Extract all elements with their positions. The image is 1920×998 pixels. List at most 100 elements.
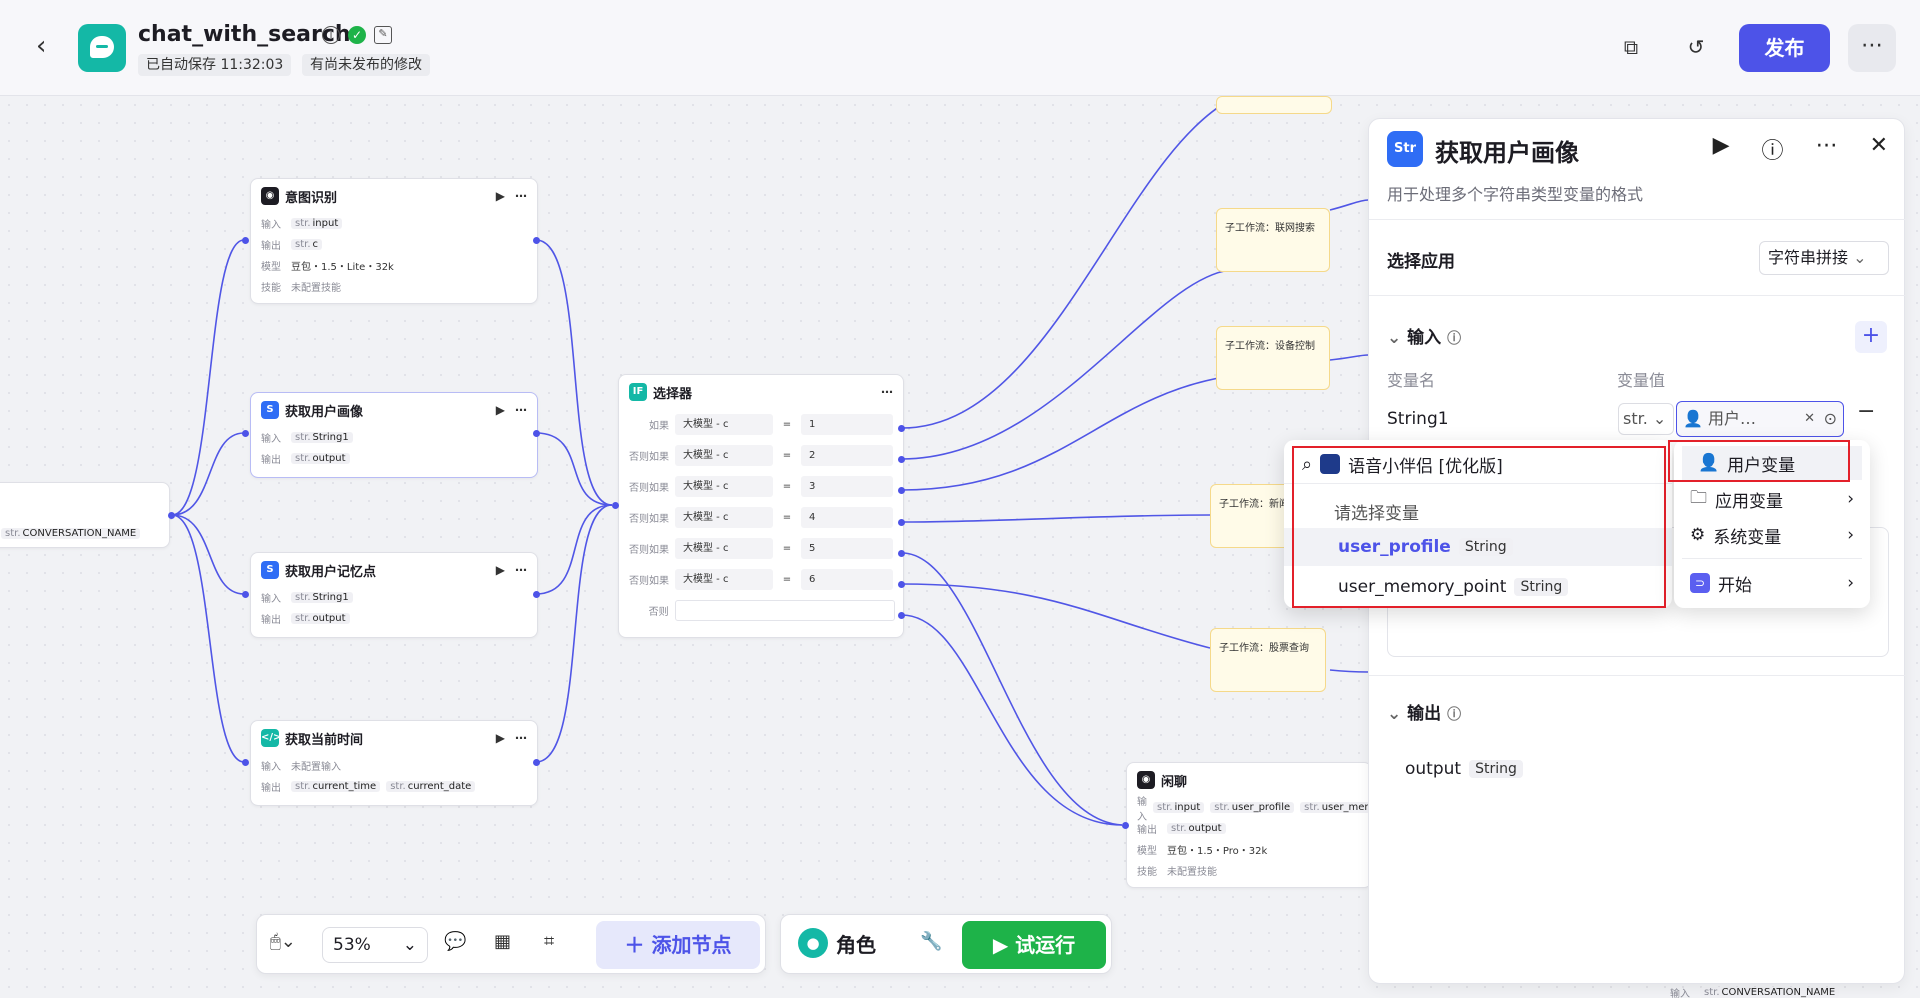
condition-field[interactable]: 大模型 - c (675, 445, 773, 466)
condition-operator[interactable]: = (782, 574, 792, 585)
var-name[interactable]: String1 (1387, 409, 1449, 429)
minimap-icon[interactable]: ⌗ (544, 931, 555, 952)
settings-icon[interactable]: ⊙ (1823, 409, 1837, 428)
info-icon[interactable]: ⓘ (1447, 331, 1462, 347)
condition-operator[interactable]: = (782, 543, 792, 554)
start-node[interactable]: str.CONVERSATION_NAME (0, 482, 170, 548)
layout-icon[interactable]: ▦ (494, 931, 512, 952)
port-dot[interactable] (898, 456, 905, 463)
port-dot[interactable] (168, 512, 175, 519)
test-run-button[interactable]: ▶ 试运行 (962, 921, 1106, 969)
port-dot[interactable] (533, 237, 540, 244)
condition-operator[interactable]: = (782, 512, 792, 523)
input-section-header[interactable]: ⌄ 输入 ⓘ (1387, 323, 1461, 348)
more-icon[interactable]: ⋯ (515, 563, 527, 577)
port-dot[interactable] (242, 430, 249, 437)
more-icon[interactable]: ⋯ (1815, 133, 1838, 158)
wrench-icon[interactable]: 🔧 (920, 931, 943, 952)
port-dot[interactable] (898, 487, 905, 494)
back-icon[interactable]: ‹ (36, 31, 47, 61)
comment-icon[interactable]: 💬 (444, 931, 467, 952)
sticky-device[interactable]: 子工作流：设备控制 (1216, 326, 1330, 390)
sticky-search[interactable]: 子工作流：联网搜索 (1216, 208, 1330, 272)
condition-row[interactable]: 否则如果大模型 - c=2 (619, 440, 903, 471)
port-dot[interactable] (898, 581, 905, 588)
port-dot[interactable] (533, 430, 540, 437)
condition-value[interactable]: 6 (801, 569, 893, 590)
condition-value[interactable]: 4 (801, 507, 893, 528)
info-icon[interactable]: ⓘ (1447, 707, 1462, 723)
condition-field[interactable]: 大模型 - c (675, 538, 773, 559)
more-icon[interactable]: ⋯ (881, 385, 893, 399)
history-icon[interactable]: ↺ (1687, 35, 1705, 59)
port-dot[interactable] (898, 612, 905, 619)
remove-input-button[interactable]: − (1857, 399, 1876, 424)
port-dot[interactable] (898, 519, 905, 526)
mouse-icon[interactable]: 🖱⌄ (270, 931, 296, 952)
port-dot[interactable] (533, 591, 540, 598)
port-dot[interactable] (242, 759, 249, 766)
picker-item-user-memory-point[interactable]: user_memory_point String (1284, 568, 1672, 606)
zoom-select[interactable]: 53%⌄ (322, 927, 428, 963)
port-dot[interactable] (242, 591, 249, 598)
picker-item-user-profile[interactable]: user_profile String (1284, 528, 1672, 566)
type-select[interactable]: str. ⌄ (1618, 403, 1674, 435)
port-dot[interactable] (612, 502, 619, 509)
help-icon[interactable]: ⓘ (1761, 139, 1784, 164)
condition-row[interactable]: 否则如果大模型 - c=3 (619, 471, 903, 502)
condition-value[interactable]: 5 (801, 538, 893, 559)
publish-button[interactable]: 发布 (1739, 24, 1830, 72)
menu-item-app-variables[interactable]: 🗀应用变量› (1674, 482, 1870, 516)
run-icon[interactable]: ▶ (495, 563, 505, 577)
output-section-header[interactable]: ⌄ 输出 ⓘ (1387, 699, 1461, 724)
condition-value[interactable]: 1 (801, 414, 893, 435)
menu-item-start[interactable]: ⊃开始› (1674, 566, 1870, 600)
picker-search[interactable]: ⌕ 语音小伴侣 [优化版] (1284, 450, 1672, 478)
menu-item-user-variables[interactable]: 👤用户变量 (1682, 446, 1862, 480)
menu-item-system-variables[interactable]: ⚙系统变量› (1674, 518, 1870, 552)
add-input-button[interactable]: + (1855, 321, 1887, 353)
condition-field[interactable]: 大模型 - c (675, 476, 773, 497)
run-icon[interactable]: ▶ (495, 403, 505, 417)
run-icon[interactable]: ▶ (495, 731, 505, 745)
condition-value[interactable]: 3 (801, 476, 893, 497)
run-icon[interactable]: ▶ (1712, 133, 1730, 158)
close-icon[interactable]: ✕ (1869, 133, 1888, 158)
more-icon[interactable]: ⋯ (515, 403, 527, 417)
more-icon[interactable]: ⋯ (515, 731, 527, 745)
condition-field[interactable]: 大模型 - c (675, 414, 773, 435)
add-node-button[interactable]: ＋ 添加节点 (596, 921, 760, 969)
sticky-top[interactable] (1216, 96, 1332, 114)
more-icon[interactable]: ⋯ (1848, 24, 1896, 72)
port-dot[interactable] (242, 237, 249, 244)
port-dot[interactable] (898, 550, 905, 557)
clear-icon[interactable]: ✕ (1804, 411, 1815, 426)
role-button[interactable]: ●角色 (798, 928, 876, 958)
app-select[interactable]: 字符串拼接 ⌄ (1759, 241, 1889, 275)
condition-operator[interactable]: = (782, 481, 792, 492)
copy-icon[interactable]: ⧉ (1623, 35, 1639, 59)
condition-field[interactable]: 大模型 - c (675, 569, 773, 590)
condition-field[interactable]: 大模型 - c (675, 507, 773, 528)
port-dot[interactable] (533, 759, 540, 766)
condition-operator[interactable]: = (782, 419, 792, 430)
condition-operator[interactable]: = (782, 450, 792, 461)
more-icon[interactable]: ⋯ (515, 189, 527, 203)
info-icon[interactable]: i (322, 26, 340, 44)
condition-row[interactable]: 否则如果大模型 - c=5 (619, 533, 903, 564)
sticky-stock[interactable]: 子工作流：股票查询 (1210, 628, 1326, 692)
variable-value-field[interactable]: 👤 用户… ✕⊙ (1676, 401, 1844, 437)
condition-value[interactable]: 2 (801, 445, 893, 466)
port-dot[interactable] (1122, 822, 1129, 829)
condition-row[interactable]: 否则如果大模型 - c=6 (619, 564, 903, 595)
edit-icon[interactable]: ✎ (374, 26, 392, 44)
run-icon[interactable]: ▶ (495, 189, 505, 203)
port-dot[interactable] (898, 425, 905, 432)
condition-row[interactable]: 如果大模型 - c=1 (619, 409, 903, 440)
